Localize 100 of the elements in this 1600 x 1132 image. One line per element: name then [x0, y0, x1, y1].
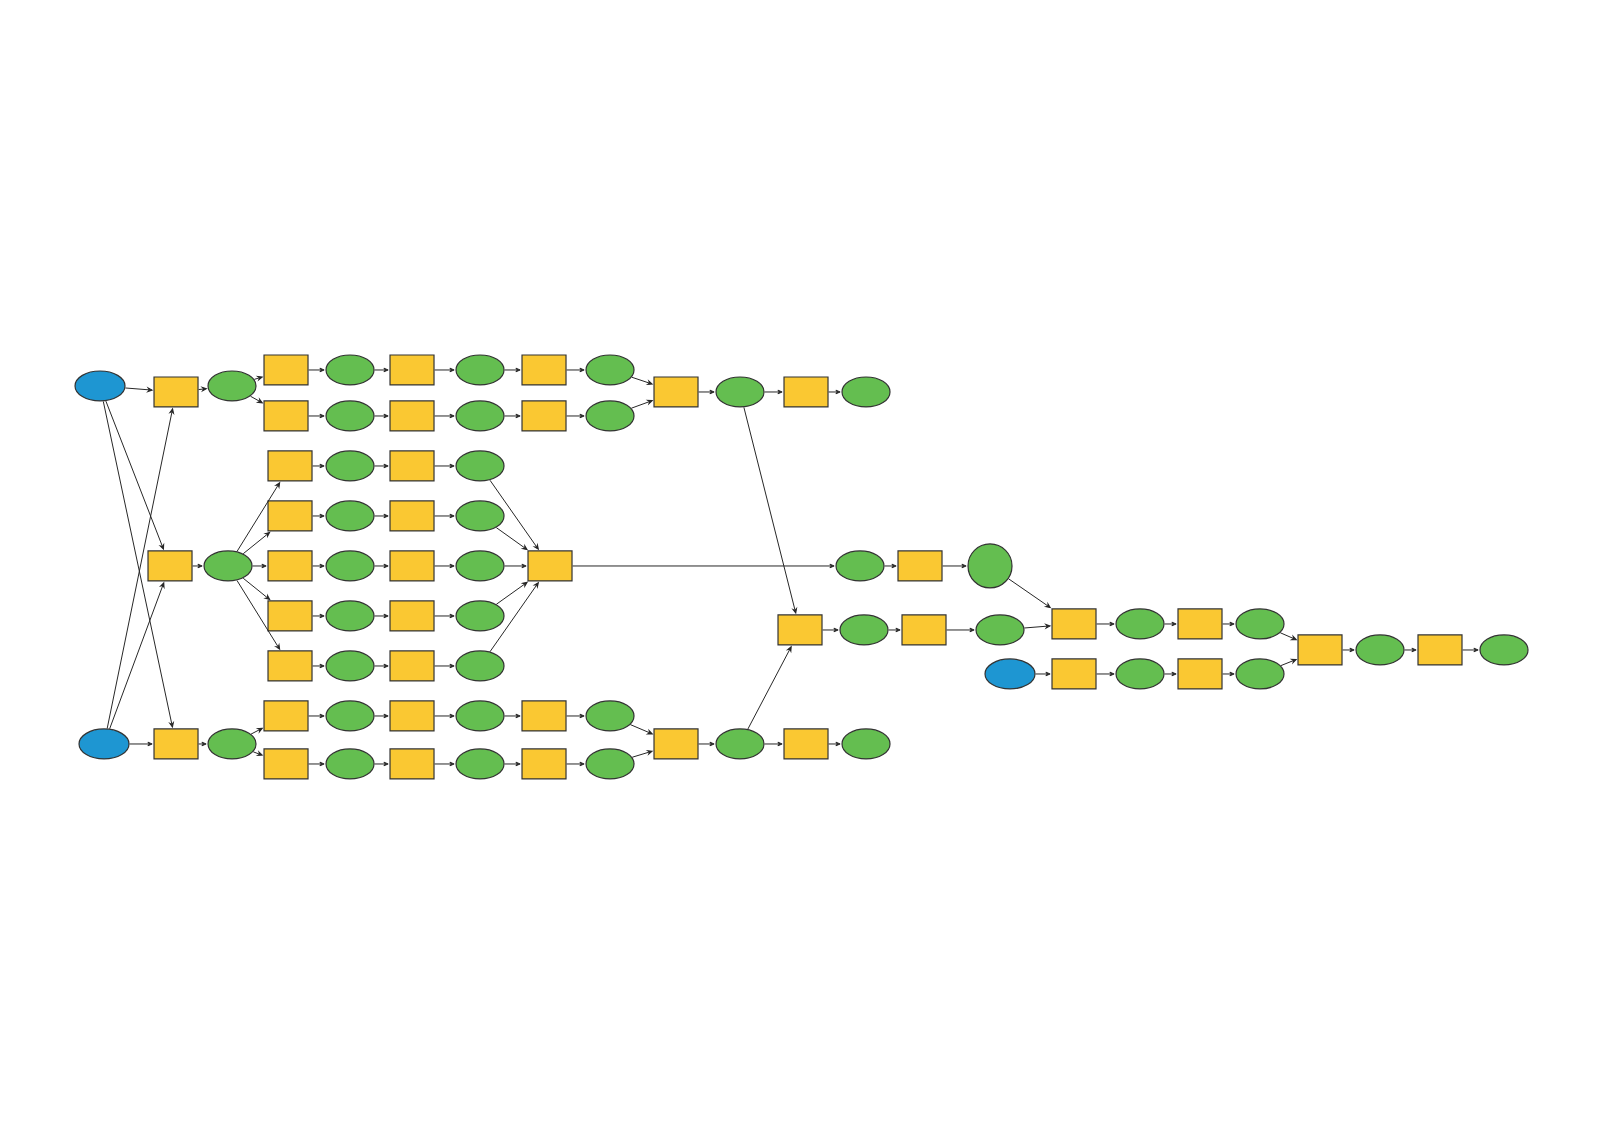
arrow	[252, 563, 267, 569]
arrow	[1462, 647, 1479, 653]
data-ellipse	[841, 376, 891, 408]
data-ellipse	[325, 700, 375, 732]
data-ellipse	[325, 748, 375, 780]
arrow	[434, 463, 455, 469]
data-ellipse	[455, 550, 505, 582]
data-ellipse	[835, 550, 885, 582]
arrow	[504, 713, 521, 719]
arrow	[374, 413, 389, 419]
arrow	[312, 513, 325, 519]
arrow	[374, 663, 389, 669]
process-box	[1417, 634, 1463, 666]
arrow	[1164, 671, 1177, 677]
process-box	[897, 550, 943, 582]
arrow	[504, 413, 521, 419]
arrow	[434, 663, 455, 669]
process-box	[263, 748, 309, 780]
process-box	[263, 354, 309, 386]
process-box	[389, 400, 435, 432]
data-ellipse	[455, 400, 505, 432]
arrow	[253, 376, 263, 381]
arrow	[308, 761, 325, 767]
arrow	[434, 413, 455, 419]
process-box	[1051, 658, 1097, 690]
process-box	[153, 376, 199, 408]
process-box	[521, 354, 567, 386]
arrow	[308, 367, 325, 373]
arrow	[1096, 621, 1115, 627]
arrow	[109, 582, 165, 730]
process-box	[389, 450, 435, 482]
arrow	[129, 741, 153, 747]
arrow	[434, 563, 455, 569]
arrow	[572, 563, 835, 569]
arrow	[631, 750, 653, 758]
arrow	[764, 741, 783, 747]
arrow	[242, 577, 271, 601]
process-box	[389, 500, 435, 532]
data-ellipse	[585, 400, 635, 432]
data-ellipse	[1479, 634, 1529, 666]
arrow	[828, 741, 841, 747]
process-box	[267, 500, 313, 532]
data-ellipse	[975, 614, 1025, 646]
process-box	[521, 400, 567, 432]
arrow	[374, 513, 389, 519]
process-box	[777, 614, 823, 646]
arrow	[1096, 671, 1115, 677]
arrow	[743, 406, 797, 614]
data-ellipse	[1235, 608, 1285, 640]
process-box	[263, 700, 309, 732]
process-box	[389, 748, 435, 780]
process-box	[267, 600, 313, 632]
arrow	[374, 367, 389, 373]
arrow	[236, 580, 281, 650]
data-ellipse	[325, 600, 375, 632]
arrow	[308, 713, 325, 719]
process-box	[389, 354, 435, 386]
data-ellipse	[455, 600, 505, 632]
process-box	[267, 550, 313, 582]
arrow	[434, 713, 455, 719]
data-ellipse	[841, 728, 891, 760]
arrow	[252, 751, 263, 756]
arrow	[504, 563, 527, 569]
data-ellipse	[585, 700, 635, 732]
input-ellipse	[984, 658, 1036, 690]
process-box	[267, 650, 313, 682]
arrow	[566, 367, 585, 373]
process-box	[1177, 608, 1223, 640]
arrow	[1222, 621, 1235, 627]
data-ellipse	[839, 614, 889, 646]
arrow	[566, 761, 585, 767]
arrow	[495, 581, 528, 605]
arrow	[629, 724, 653, 735]
arrow	[1342, 647, 1355, 653]
arrow	[822, 627, 839, 633]
arrow	[434, 613, 455, 619]
arrow	[828, 389, 841, 395]
arrow	[198, 741, 207, 747]
arrow	[242, 531, 271, 555]
arrow	[1404, 647, 1417, 653]
process-box	[147, 550, 193, 582]
process-box	[263, 400, 309, 432]
arrow	[312, 463, 325, 469]
data-ellipse	[455, 450, 505, 482]
process-box	[389, 700, 435, 732]
arrow	[764, 389, 783, 395]
arrow	[374, 563, 389, 569]
data-ellipse	[585, 748, 635, 780]
arrow	[489, 582, 539, 653]
data-circle	[967, 543, 1013, 589]
data-ellipse	[325, 650, 375, 682]
arrow	[888, 627, 901, 633]
data-ellipse	[455, 700, 505, 732]
data-ellipse	[715, 728, 765, 760]
data-ellipse	[1355, 634, 1405, 666]
arrow	[504, 367, 521, 373]
arrow	[504, 761, 521, 767]
arrow	[312, 663, 325, 669]
arrow	[1035, 671, 1051, 677]
data-ellipse	[455, 500, 505, 532]
